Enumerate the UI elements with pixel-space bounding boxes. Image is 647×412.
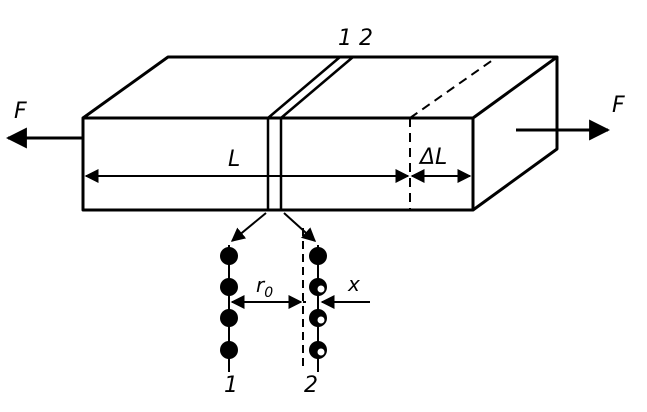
plane-2-label: 2 — [304, 373, 318, 398]
bar-right-face — [472, 57, 559, 212]
atom — [309, 341, 327, 359]
atom — [220, 247, 238, 265]
atom — [220, 341, 238, 359]
atomic-planes-slice — [266, 56, 354, 210]
zoom-arrow-plane-2 — [283, 212, 317, 242]
elongation-boundary — [409, 56, 498, 210]
plane-1-atoms — [220, 247, 238, 359]
plane-1-label: 1 — [224, 373, 238, 398]
force-right-label: F — [612, 93, 625, 118]
zoom-arrow-plane-1 — [230, 212, 267, 242]
atom — [309, 247, 327, 265]
elongation-label: ΔL — [418, 145, 447, 170]
equilibrium-distance-label: r0 — [256, 273, 273, 301]
bar-front-face — [81, 116, 475, 212]
atom — [309, 278, 327, 296]
length-label: L — [228, 147, 240, 172]
atom — [220, 309, 238, 327]
force-left-label: F — [14, 99, 27, 124]
atom — [309, 309, 327, 327]
top-planes-label: 1 2 — [338, 26, 373, 51]
bar-top-face — [82, 55, 559, 120]
displacement-label: x — [347, 272, 360, 296]
plane-2-atom-highlights — [317, 285, 325, 356]
atom — [220, 278, 238, 296]
